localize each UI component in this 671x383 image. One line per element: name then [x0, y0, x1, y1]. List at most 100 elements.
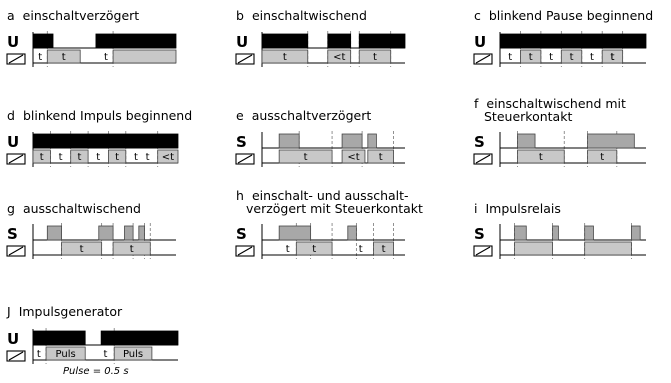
signal-pulse: [46, 225, 62, 241]
output-pulse-label: t: [283, 52, 287, 63]
pause-label: t: [134, 152, 138, 163]
signal-pulse: [32, 133, 179, 149]
output-pulse-label: t: [373, 52, 377, 63]
output-pulse-label: t: [539, 152, 543, 163]
panel-title-text: blinkend Pause beginnend: [489, 8, 653, 23]
output-pulse: [341, 149, 366, 164]
output-pulse: [367, 149, 394, 164]
output-pulse: [295, 241, 333, 256]
output-pulse-label: t: [570, 52, 574, 63]
panel-letter: a: [7, 8, 15, 23]
output-pulse: [112, 49, 177, 64]
contact-symbol: [6, 350, 26, 362]
panel-title-text: einschalt- und ausschalt-: [252, 188, 409, 203]
signal-label: S: [474, 225, 485, 243]
output-pulse: [520, 49, 542, 64]
output-pulse: [560, 49, 583, 64]
signal-pulse: [347, 225, 357, 241]
signal-pulse: [124, 225, 134, 241]
contact-symbol: [235, 153, 255, 165]
panel-title-text: ausschaltwischend: [23, 201, 141, 216]
contact-slash: [237, 246, 253, 256]
output-pulse-label: t: [379, 152, 383, 163]
signal-pulse: [514, 225, 527, 241]
panel-title-line2: verzögert mit Steuerkontakt: [246, 201, 423, 216]
output-pulse-label: Puls: [56, 349, 76, 360]
output-pulse-label: t: [610, 52, 614, 63]
output-pulse: [46, 49, 81, 64]
panel-letter: g: [7, 201, 15, 216]
contact-slash: [8, 54, 24, 64]
output-pulse: [584, 241, 632, 256]
pause-label: t: [549, 52, 553, 63]
output-pulse-label: t: [130, 244, 134, 255]
signal-label: S: [7, 225, 18, 243]
signal-pulse: [98, 225, 114, 241]
signal-label: S: [236, 133, 247, 151]
panel-title-text: Impulsgenerator: [19, 304, 123, 319]
pause-label: t: [359, 244, 363, 255]
signal-pulse: [138, 225, 145, 241]
signal-pulse: [95, 33, 177, 49]
contact-symbol: [6, 53, 26, 65]
signal-pulse: [261, 33, 309, 49]
signal-label: S: [474, 133, 485, 151]
signal-pulse: [584, 225, 594, 241]
output-pulse-label: t: [304, 152, 308, 163]
signal-pulse: [32, 33, 54, 49]
output-pulse-label: t: [529, 52, 533, 63]
output-pulse-label: Puls: [123, 349, 143, 360]
contact-symbol: [6, 153, 26, 165]
panel-title-text: blinkend Impuls beginnend: [23, 108, 192, 123]
panel-title-line2: Steuerkontakt: [484, 109, 572, 124]
signal-pulse: [278, 225, 312, 241]
panel-letter: e: [236, 108, 244, 123]
pause-label: t: [146, 152, 150, 163]
pause-label: t: [59, 152, 63, 163]
pulse-note: Pulse = 0.5 s: [63, 366, 129, 377]
contact-slash: [8, 351, 24, 361]
output-pulse: [587, 149, 618, 164]
pause-label: t: [590, 52, 594, 63]
pause-label: t: [104, 52, 108, 63]
output-pulse: [157, 149, 179, 164]
signal-pulse: [499, 33, 647, 49]
output-pulse: [278, 149, 333, 164]
signal-label: U: [474, 33, 486, 51]
signal-pulse: [278, 133, 300, 149]
output-pulse-label: t: [600, 152, 604, 163]
panel-title: g ausschaltwischend: [7, 201, 141, 216]
panel-letter: f: [474, 96, 479, 111]
output-pulse: [113, 346, 153, 361]
contact-slash: [475, 54, 491, 64]
output-pulse: [517, 149, 565, 164]
contact-symbol: [235, 53, 255, 65]
panel-title-text: einschaltwischend: [252, 8, 367, 23]
contact-symbol: [6, 245, 26, 257]
output-pulse: [108, 149, 127, 164]
contact-symbol: [473, 53, 493, 65]
output-pulse: [373, 241, 394, 256]
signal-pulse: [32, 330, 86, 346]
pause-label: t: [96, 152, 100, 163]
output-pulse: [32, 149, 51, 164]
signal-pulse: [517, 133, 536, 149]
output-pulse-label: <t: [347, 152, 359, 163]
signal-label: U: [236, 33, 248, 51]
pause-label: t: [38, 52, 42, 63]
